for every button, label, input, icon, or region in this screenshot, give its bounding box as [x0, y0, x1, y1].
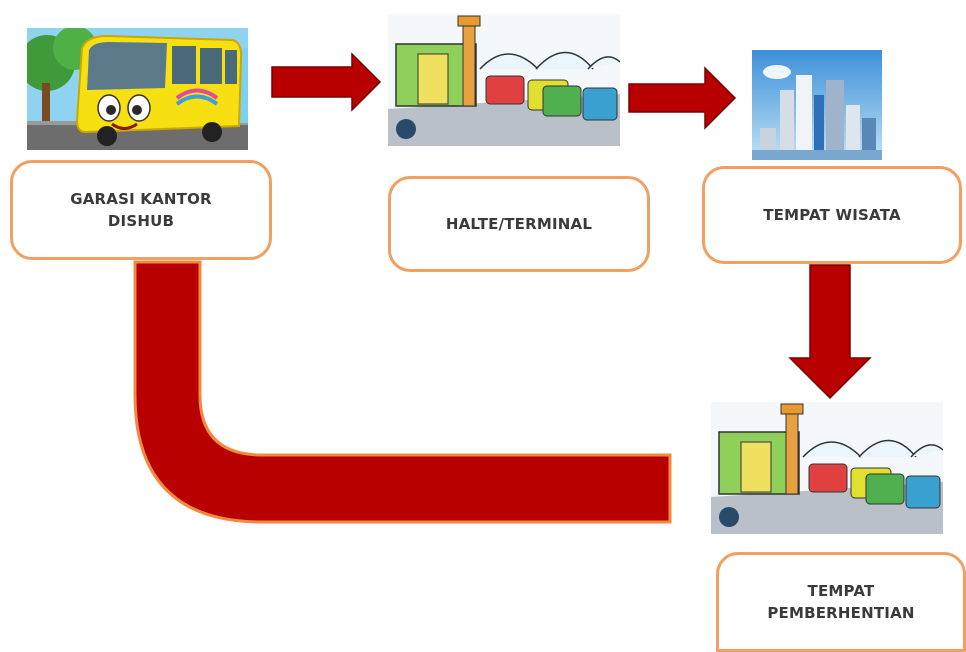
arrow-tourism-to-stop [788, 264, 872, 400]
bus-terminal-icon [711, 402, 943, 534]
bus-terminal-icon [388, 14, 620, 146]
arrow-garage-to-terminal [271, 52, 382, 112]
terminal-picture [388, 14, 620, 146]
node-terminal-text: HALTE/TERMINAL [445, 214, 593, 233]
city-skyline-icon [752, 50, 882, 160]
node-garage-label: GARASI KANTOR DISHUB [10, 160, 272, 260]
tourism-picture [752, 50, 882, 160]
node-stop-line1: TEMPAT [807, 581, 875, 600]
yellow-bus-icon [27, 28, 248, 150]
node-stop-line2: PEMBERHENTIAN [767, 604, 915, 622]
garage-bus-picture [27, 28, 248, 150]
return-band-stop-to-garage [133, 260, 672, 524]
stop-picture [711, 402, 943, 534]
node-terminal-label: HALTE/TERMINAL [388, 176, 650, 272]
arrow-terminal-to-tourism [628, 66, 737, 130]
node-tourism-label: TEMPAT WISATA [702, 166, 962, 264]
node-tourism-text: TEMPAT WISATA [763, 205, 901, 224]
node-garage-line1: GARASI KANTOR [70, 189, 212, 208]
node-garage-line2: DISHUB [107, 212, 175, 230]
node-stop-label: TEMPAT PEMBERHENTIAN [716, 552, 966, 652]
